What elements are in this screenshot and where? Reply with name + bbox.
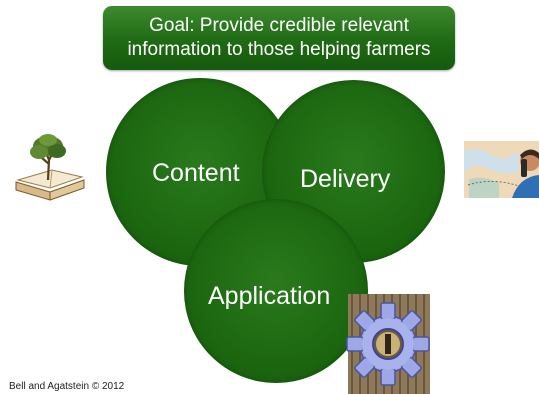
delivery-label: Delivery: [300, 165, 391, 193]
goal-line-2: information to those helping farmers: [127, 39, 431, 60]
goal-line-1: Goal: Provide credible relevant: [149, 15, 409, 36]
copyright-text: Bell and Agatstein © 2012: [9, 381, 125, 392]
application-circle: [184, 199, 368, 383]
person-phone-icon: [464, 141, 539, 198]
application-label: Application: [208, 282, 331, 310]
gear-stump-icon: [346, 294, 430, 394]
tree-book-icon: [15, 134, 85, 201]
content-label: Content: [152, 159, 240, 187]
goal-box: Goal: Provide credible relevant informat…: [103, 6, 455, 70]
